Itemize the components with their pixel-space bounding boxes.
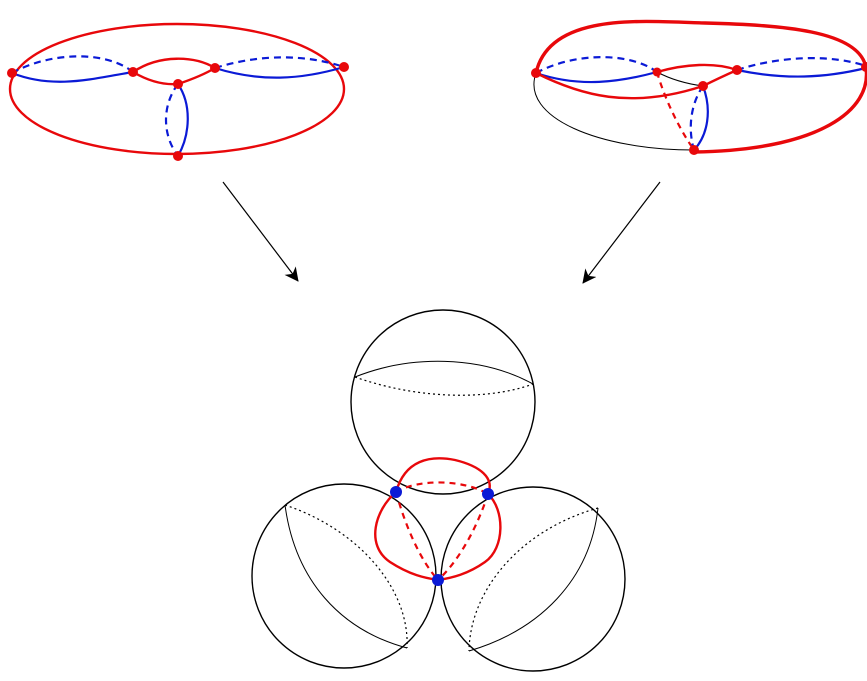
left-red-inner-upper [132, 57, 216, 73]
top-sphere-equator-front [354, 360, 534, 385]
node-point-1 [390, 486, 402, 498]
top-sphere [350, 309, 536, 495]
sphere-configuration [251, 309, 626, 672]
left-arrow [222, 181, 299, 282]
right-surface-upper-outline [534, 19, 867, 154]
left-blue-vertical-back [164, 83, 179, 157]
right-blue-left-front [535, 70, 658, 84]
right-red-inner-lower-b [702, 68, 738, 88]
left-vertex-3 [173, 79, 183, 89]
right-vertex-1 [531, 68, 541, 78]
right-vertex-3 [698, 81, 708, 91]
left-blue-curve-front [11, 70, 134, 83]
left-vertex-2 [128, 67, 138, 77]
left-vertex-4 [210, 63, 220, 73]
left-sphere-meridian-back [284, 504, 408, 649]
node-point-3 [432, 574, 444, 586]
right-blue-vertical-back [689, 85, 704, 151]
red-loop-right [437, 493, 502, 582]
right-blue-curve-front [214, 65, 345, 79]
right-surface [531, 19, 867, 155]
right-red-inner-lower [535, 71, 704, 100]
left-vertex-6 [173, 151, 183, 161]
left-vertex-5 [339, 62, 349, 72]
right-red-inner-upper [656, 63, 738, 74]
red-loop-top [394, 457, 491, 495]
left-blue-curve-back [11, 55, 134, 74]
right-sphere-meridian-front [468, 507, 599, 652]
right-blue-vertical-front [693, 85, 709, 151]
right-vertex-6 [689, 145, 699, 155]
left-vertex-1 [7, 68, 17, 78]
top-sphere-equator-back [354, 376, 534, 396]
right-surface-lower-outline [533, 72, 695, 151]
right-vertex-5 [861, 62, 867, 72]
red-loop-left [374, 491, 439, 582]
right-blue-right-back [736, 57, 867, 72]
right-blue-left-back [535, 56, 658, 74]
right-blue-right-front [736, 66, 867, 78]
left-sphere-meridian-front [284, 504, 408, 649]
left-sphere [251, 483, 437, 669]
left-blue-vertical-front [177, 83, 189, 157]
right-vertex-4 [732, 65, 742, 75]
right-sphere-meridian-back [468, 507, 599, 652]
left-red-inner-lower-a [132, 70, 179, 86]
left-red-inner-lower-b [177, 66, 216, 86]
right-arrow [582, 181, 661, 284]
red-dashed-left [394, 491, 439, 581]
left-surface-outline [8, 22, 346, 156]
left-surface [7, 22, 349, 161]
right-red-dashed [655, 71, 695, 151]
right-thin-inner-curve [656, 71, 704, 87]
node-point-2 [482, 488, 494, 500]
red-dashed-top [395, 481, 489, 495]
right-blue-curve-back [214, 56, 345, 70]
right-vertex-2 [652, 67, 662, 77]
red-dashed-right [437, 493, 490, 581]
